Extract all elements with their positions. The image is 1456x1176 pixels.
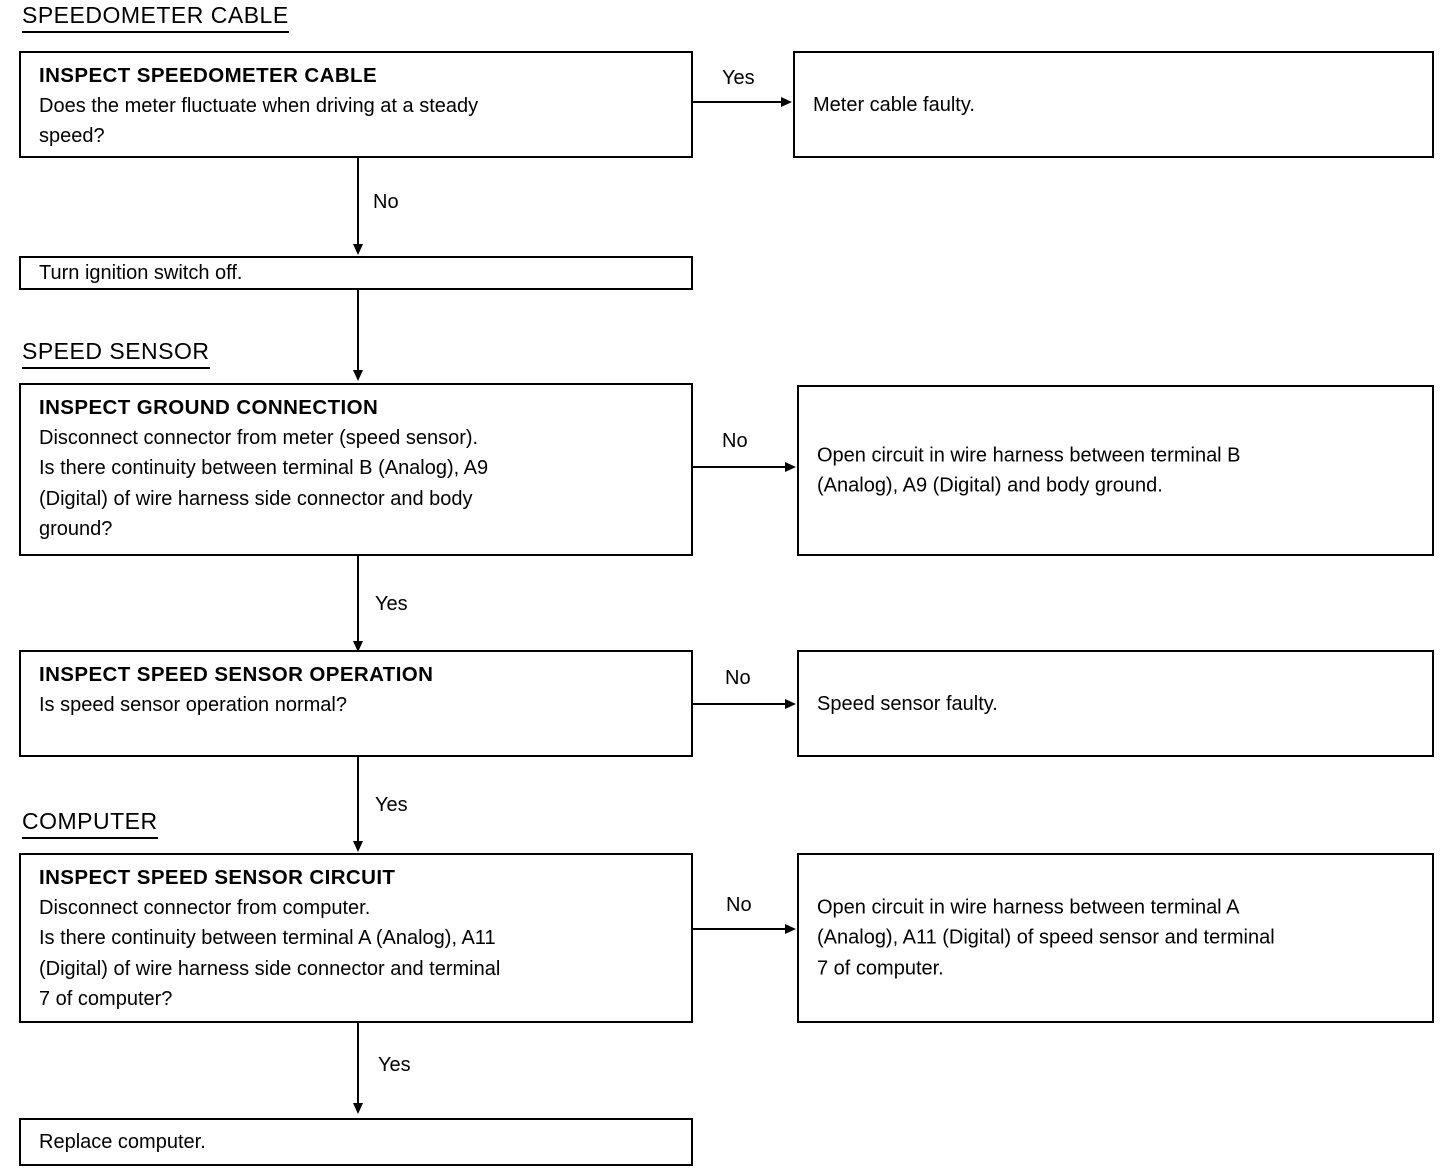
box-content: Open circuit in wire harness between ter… (817, 440, 1420, 501)
box-body-line: 7 of computer. (817, 957, 944, 980)
box-inspect-ground-connection[interactable]: INSPECT GROUND CONNECTION Disconnect con… (19, 383, 693, 556)
edge-arrow-cable-no (352, 244, 363, 255)
edge-line-circuit-no (693, 928, 789, 930)
box-body-line: Is there continuity between terminal A (… (39, 927, 496, 950)
box-content: INSPECT SPEEDOMETER CABLE Does the meter… (39, 62, 679, 152)
box-inspect-speed-sensor-operation[interactable]: INSPECT SPEED SENSOR OPERATION Is speed … (19, 650, 693, 757)
box-body-line: (Analog), A9 (Digital) and body ground. (817, 474, 1163, 497)
box-title: INSPECT SPEED SENSOR CIRCUIT (39, 866, 396, 889)
box-turn-ignition-switch-off[interactable]: Turn ignition switch off. (19, 256, 693, 290)
edge-line-circuit-yes (357, 1023, 359, 1105)
edge-line-operation-no (693, 703, 789, 705)
box-content: INSPECT GROUND CONNECTION Disconnect con… (39, 394, 679, 544)
box-speed-sensor-faulty[interactable]: Speed sensor faulty. (797, 650, 1434, 757)
box-content: Meter cable faulty. (813, 93, 1420, 117)
edge-label-ground-no: No (722, 430, 748, 452)
box-open-circuit-ground[interactable]: Open circuit in wire harness between ter… (797, 385, 1434, 556)
edge-arrow-operation-no (785, 698, 796, 709)
box-meter-cable-faulty[interactable]: Meter cable faulty. (793, 51, 1434, 158)
box-body-line: Does the meter fluctuate when driving at… (39, 94, 479, 117)
edge-line-ground-yes (357, 556, 359, 644)
box-body-line: Disconnect connector from computer. (39, 896, 371, 919)
edge-arrow-circuit-no (785, 923, 796, 934)
box-body-line: Is there continuity between terminal B (… (39, 457, 489, 480)
box-title: INSPECT SPEEDOMETER CABLE (39, 64, 378, 87)
box-content: Replace computer. (39, 1130, 679, 1154)
box-body-line: (Analog), A11 (Digital) of speed sensor … (817, 926, 1275, 949)
box-open-circuit-computer[interactable]: Open circuit in wire harness between ter… (797, 853, 1434, 1023)
box-content: INSPECT SPEED SENSOR CIRCUIT Disconnect … (39, 864, 679, 1014)
edge-arrow-ignition-to-ground (352, 370, 363, 381)
box-body-line: Replace computer. (39, 1131, 206, 1153)
box-content: INSPECT SPEED SENSOR OPERATION Is speed … (39, 661, 679, 720)
box-body-line: Open circuit in wire harness between ter… (817, 896, 1240, 919)
box-body-line: 7 of computer? (39, 988, 173, 1011)
section-heading-computer: COMPUTER (22, 808, 158, 839)
edge-line-cable-yes (693, 101, 785, 103)
edge-arrow-ground-no (785, 461, 796, 472)
edge-label-operation-yes: Yes (375, 794, 408, 816)
section-heading-speedometer-cable: SPEEDOMETER CABLE (22, 2, 289, 33)
edge-arrow-cable-yes (781, 96, 792, 107)
section-heading-speed-sensor: SPEED SENSOR (22, 338, 210, 369)
box-content: Speed sensor faulty. (817, 692, 1420, 716)
box-title: INSPECT SPEED SENSOR OPERATION (39, 663, 434, 686)
box-content: Turn ignition switch off. (39, 261, 679, 285)
box-body-line: Is speed sensor operation normal? (39, 693, 347, 716)
box-body-line: Meter cable faulty. (813, 93, 975, 116)
box-body-line: speed? (39, 125, 105, 148)
edge-arrow-ground-yes (352, 641, 363, 652)
edge-arrow-operation-yes (352, 841, 363, 852)
box-body-line: Disconnect connector from meter (speed s… (39, 426, 479, 449)
box-body-line: (Digital) of wire harness side connector… (39, 487, 473, 510)
edge-label-circuit-yes: Yes (378, 1054, 411, 1076)
edge-label-cable-no: No (373, 191, 399, 213)
edge-line-operation-yes (357, 757, 359, 843)
box-inspect-speedometer-cable[interactable]: INSPECT SPEEDOMETER CABLE Does the meter… (19, 51, 693, 158)
box-inspect-speed-sensor-circuit[interactable]: INSPECT SPEED SENSOR CIRCUIT Disconnect … (19, 853, 693, 1023)
box-body-line: ground? (39, 518, 113, 541)
edge-arrow-circuit-yes (352, 1103, 363, 1114)
edge-line-cable-no (357, 158, 359, 246)
edge-label-circuit-no: No (726, 894, 752, 916)
edge-label-cable-yes: Yes (722, 67, 755, 89)
box-body-line: Speed sensor faulty. (817, 692, 998, 715)
box-title: INSPECT GROUND CONNECTION (39, 396, 379, 419)
box-body-line: (Digital) of wire harness side connector… (39, 957, 501, 980)
box-replace-computer[interactable]: Replace computer. (19, 1118, 693, 1166)
edge-label-ground-yes: Yes (375, 593, 408, 615)
edge-label-operation-no: No (725, 667, 751, 689)
box-body-line: Turn ignition switch off. (39, 262, 243, 284)
box-content: Open circuit in wire harness between ter… (817, 892, 1420, 983)
box-body-line: Open circuit in wire harness between ter… (817, 444, 1241, 467)
edge-line-ignition-to-ground (357, 290, 359, 372)
edge-line-ground-no (693, 466, 789, 468)
